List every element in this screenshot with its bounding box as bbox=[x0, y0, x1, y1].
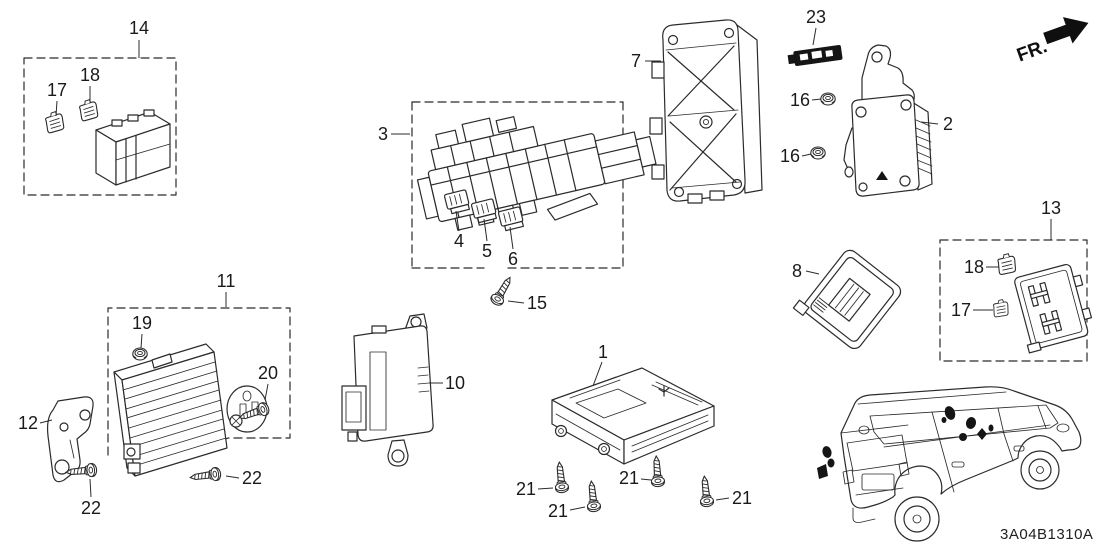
callout-label-22-b: 22 bbox=[242, 468, 262, 488]
fr-arrow-icon bbox=[1043, 17, 1089, 45]
callout-label-16-b: 16 bbox=[780, 146, 800, 166]
connector-6-drawing bbox=[497, 206, 524, 232]
callout-label-7: 7 bbox=[631, 51, 641, 71]
callout-label-17-b: 17 bbox=[951, 300, 971, 320]
callout-label-4: 4 bbox=[454, 231, 464, 251]
leader-line-21-a bbox=[537, 487, 554, 490]
dashed-boundary-14 bbox=[23, 57, 177, 196]
callout-label-13: 13 bbox=[1041, 198, 1061, 218]
relay-module-drawing bbox=[95, 109, 171, 186]
leader-line-19 bbox=[140, 333, 143, 349]
fr-label: FR. bbox=[1014, 36, 1050, 66]
connector-4-drawing bbox=[443, 189, 470, 215]
component-location-markers bbox=[817, 406, 994, 479]
callout-label-6: 6 bbox=[508, 249, 518, 269]
leader-line-1 bbox=[592, 361, 603, 387]
fr-direction-indicator: FR. bbox=[1014, 17, 1089, 66]
callout-label-14: 14 bbox=[129, 18, 149, 38]
callout-label-18-a: 18 bbox=[80, 65, 100, 85]
screw-21-d-drawing bbox=[697, 474, 715, 508]
leader-line-16-b bbox=[801, 153, 812, 157]
callout-label-10: 10 bbox=[445, 373, 465, 393]
assembly-box-14 bbox=[23, 57, 177, 196]
dashed-boundary-13 bbox=[939, 239, 1088, 362]
callout-label-20: 20 bbox=[258, 363, 278, 383]
connector-5-drawing bbox=[470, 198, 497, 224]
caution-glyph bbox=[658, 385, 670, 397]
clip-17-b-drawing bbox=[992, 298, 1010, 318]
callout-label-17-a: 17 bbox=[47, 80, 67, 100]
relay-13-drawing bbox=[1014, 263, 1093, 354]
part-1-control-unit-drawing bbox=[551, 367, 715, 513]
screw-21-a-drawing bbox=[552, 460, 570, 494]
clip-17-drawing bbox=[43, 109, 66, 134]
callout-label-21-b: 21 bbox=[548, 501, 568, 521]
assembly-box-3 bbox=[411, 101, 657, 308]
callout-label-16-a: 16 bbox=[790, 90, 810, 110]
leader-line-6 bbox=[509, 226, 514, 250]
leader-line-15 bbox=[507, 300, 525, 304]
callout-label-22-a: 22 bbox=[81, 498, 101, 518]
leader-line-16-a bbox=[811, 98, 822, 101]
diagram-code: 3A04B1310A bbox=[1000, 526, 1093, 543]
callout-label-3: 3 bbox=[378, 124, 388, 144]
part-7-control-unit-drawing bbox=[649, 19, 763, 204]
leader-line-12 bbox=[39, 419, 53, 424]
leader-line-23 bbox=[812, 27, 817, 46]
leader-line-22-a bbox=[89, 478, 92, 498]
clip-18-b-drawing bbox=[996, 252, 1018, 276]
screw-21-c-drawing bbox=[649, 455, 666, 488]
vehicle-location-drawing bbox=[817, 386, 1082, 542]
part-23-sensor-drawing bbox=[787, 44, 843, 67]
leader-line-17-a bbox=[55, 100, 58, 117]
leader-line-21-b bbox=[569, 506, 586, 511]
screw-21-b-drawing bbox=[584, 479, 602, 513]
nut-16-a-drawing bbox=[820, 92, 836, 106]
callout-label-18-b: 18 bbox=[964, 257, 984, 277]
callout-label-1: 1 bbox=[598, 342, 608, 362]
dashed-boundary-3 bbox=[411, 101, 624, 269]
leader-line-5 bbox=[483, 218, 488, 242]
part-10-module-drawing bbox=[341, 313, 434, 467]
part-2-module-drawing bbox=[810, 44, 933, 197]
leader-line-21-d bbox=[715, 497, 730, 501]
callout-label-21-d: 21 bbox=[732, 488, 752, 508]
callout-label-21-c: 21 bbox=[619, 468, 639, 488]
callout-label-8: 8 bbox=[792, 261, 802, 281]
leader-line-8 bbox=[805, 270, 820, 275]
leader-line-22-b bbox=[225, 475, 240, 479]
callout-label-15: 15 bbox=[527, 293, 547, 313]
assembly-box-11 bbox=[107, 307, 291, 477]
callout-label-11: 11 bbox=[217, 271, 236, 291]
callout-label-2: 2 bbox=[943, 114, 953, 134]
car-body-outline bbox=[840, 386, 1082, 509]
nut-19-drawing bbox=[132, 347, 148, 361]
nut-16-b-drawing bbox=[810, 146, 826, 160]
bolt-15-drawing bbox=[488, 273, 517, 308]
callout-label-23: 23 bbox=[806, 7, 826, 27]
assembly-box-13 bbox=[939, 239, 1093, 362]
callout-label-19: 19 bbox=[132, 313, 152, 333]
leader-line-20 bbox=[264, 383, 269, 401]
callout-label-5: 5 bbox=[482, 241, 492, 261]
screw-22-b-drawing bbox=[188, 466, 223, 485]
part-12-bracket-drawing bbox=[46, 396, 223, 485]
fuse-box-assembly-drawing bbox=[416, 116, 657, 231]
callout-label-21-a: 21 bbox=[516, 479, 536, 499]
leader-line-21-c bbox=[640, 478, 652, 481]
part-8-module-drawing bbox=[792, 249, 902, 350]
radar-unit-drawing bbox=[113, 343, 228, 477]
callout-label-12: 12 bbox=[18, 413, 38, 433]
mount-disc-drawing bbox=[226, 385, 268, 433]
leader-line-2 bbox=[920, 121, 939, 125]
leader-line-4 bbox=[455, 210, 460, 232]
clip-18-drawing bbox=[77, 97, 100, 122]
